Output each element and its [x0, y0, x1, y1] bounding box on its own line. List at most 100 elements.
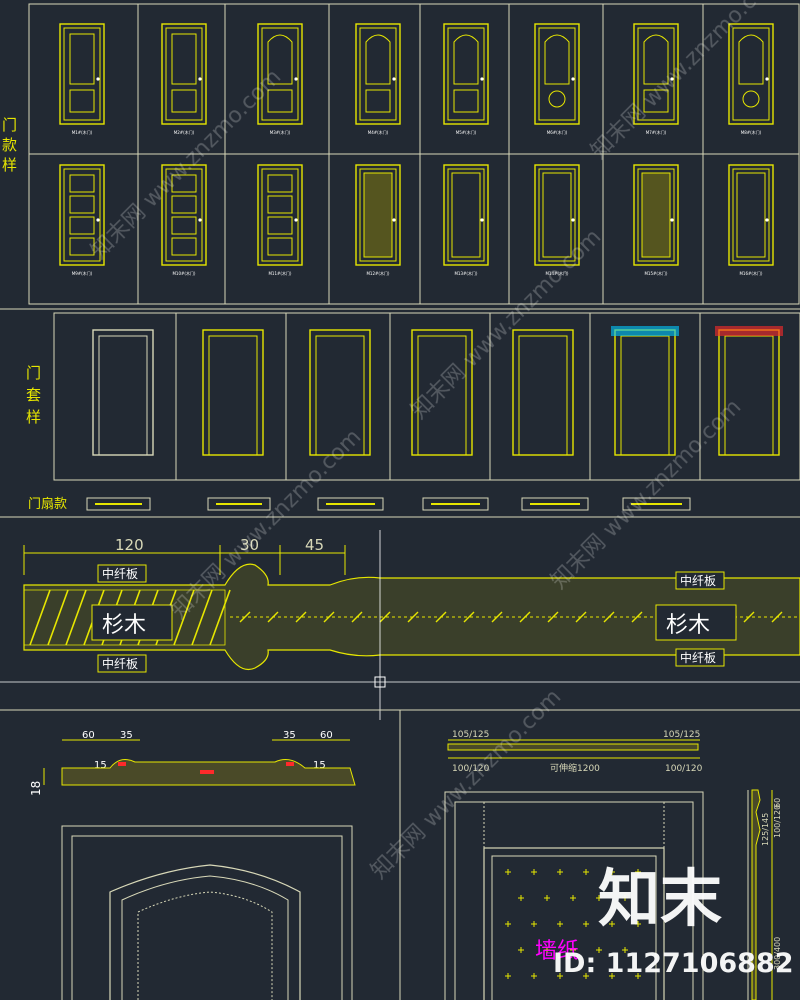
label-box — [655, 604, 737, 641]
door-frames-label: 门套样 — [26, 364, 41, 426]
door-panel — [171, 174, 197, 193]
wood-grain-hatch — [47, 589, 69, 646]
door-leaf-inner — [732, 168, 770, 262]
dimension-text: 100/120 — [665, 764, 703, 774]
dimension-text: 105/125 — [663, 730, 700, 740]
door-panel — [171, 216, 197, 235]
wood-grain-hatch — [575, 611, 587, 623]
door-caption: M11#(木门) — [268, 270, 291, 276]
door-leaf-inner — [165, 168, 203, 262]
dimension-text: 35 — [120, 730, 133, 741]
door-panel — [69, 89, 95, 113]
door-leaf-outline — [161, 23, 207, 125]
door-leaf-inner — [447, 168, 485, 262]
wood-grain-hatch — [351, 611, 363, 623]
door-panel — [69, 195, 95, 214]
door-leaf-outline — [59, 164, 105, 266]
door-frame-elevation — [92, 329, 154, 456]
door-leaf-outline — [534, 23, 580, 125]
door-caption: M1#(木门) — [72, 129, 93, 135]
door-leaf-inner — [63, 27, 101, 121]
door-caption: M3#(木门) — [270, 129, 291, 135]
material-label-fir: 杉木 — [102, 613, 146, 638]
dimension-text: 30 — [240, 536, 259, 554]
door-frames-frame — [53, 312, 800, 481]
door-decor-panel — [542, 172, 572, 258]
wood-grain-hatch — [631, 611, 643, 623]
wood-grain-hatch — [379, 611, 391, 623]
door-medallion — [742, 90, 760, 108]
door-handle — [480, 218, 484, 222]
wood-grain-hatch — [519, 611, 531, 623]
door-handle — [480, 77, 484, 81]
door-elevation: M6#(木门) — [534, 23, 580, 135]
door-handle — [392, 77, 396, 81]
door-leaf-outline — [257, 23, 303, 125]
door-caption: M4#(木门) — [368, 129, 389, 135]
door-leaf-inner — [732, 27, 770, 121]
door-leaf-inner — [637, 27, 675, 121]
door-panel — [267, 174, 293, 193]
wood-grain-hatch — [435, 611, 447, 623]
door-panel — [69, 216, 95, 235]
door-elevation: M3#(木门) — [257, 23, 303, 135]
door-panel — [171, 89, 197, 113]
material-label-mdf: 中纤板 — [102, 566, 138, 581]
door-caption: M16#(木门) — [739, 270, 762, 276]
door-caption: M6#(木门) — [547, 129, 568, 135]
wood-grain-hatch — [463, 611, 475, 623]
material-label-mdf: 中纤板 — [102, 656, 138, 671]
dimension-text: 35 — [283, 730, 296, 741]
door-leaf-section-frame — [422, 497, 489, 511]
door-frame-crown — [611, 326, 679, 336]
door-elevation: M16#(木门) — [728, 164, 774, 276]
wood-grain-hatch — [547, 611, 559, 623]
door-leaf-outline — [161, 164, 207, 266]
dimension-text: 可伸缩1200 — [550, 762, 600, 774]
door-leaf-outline — [257, 164, 303, 266]
door-panel — [69, 174, 95, 193]
door-panel — [643, 89, 669, 113]
door-styles-section: M1#(木门)M2#(木门)M3#(木门)M4#(木门)M5#(木门)M6#(木… — [2, 3, 800, 305]
door-leaf-inner — [538, 27, 576, 121]
cursor-pickbox[interactable] — [374, 676, 386, 688]
door-leaf-outline — [355, 164, 401, 266]
door-handle — [670, 77, 674, 81]
door-leaf-inner — [261, 168, 299, 262]
door-panel — [69, 237, 95, 256]
door-elevation: M14#(木门) — [534, 164, 580, 276]
dimension-text: 60 — [773, 798, 782, 808]
door-elevation: M13#(木门) — [443, 164, 489, 276]
door-decor-panel — [451, 172, 481, 258]
door-caption: M15#(木门) — [644, 270, 667, 276]
wall-panel-outline — [444, 791, 704, 1000]
door-decor-panel — [363, 172, 393, 258]
door-outline — [61, 825, 353, 1000]
wood-grain-hatch — [743, 611, 755, 623]
section-marker — [200, 770, 214, 774]
door-arched-panel — [643, 34, 669, 85]
material-label-mdf: 中纤板 — [680, 650, 716, 665]
wood-grain-hatch — [491, 611, 503, 623]
door-elevation: M9#(木门) — [59, 164, 105, 276]
door-arched-panel — [267, 34, 293, 85]
door-leaf-inner — [538, 168, 576, 262]
door-handle — [294, 77, 298, 81]
door-caption: M2#(木门) — [174, 129, 195, 135]
door-caption: M8#(木门) — [741, 129, 762, 135]
door-frame-inner — [98, 335, 148, 456]
arched-panel-inset — [137, 891, 273, 1000]
label-box — [97, 564, 147, 583]
door-handle — [96, 218, 100, 222]
material-label-fir: 杉木 — [666, 613, 710, 638]
door-arched-panel — [544, 34, 570, 85]
dimension-text: 45 — [305, 536, 324, 554]
door-leaf-inner — [165, 27, 203, 121]
door-leaf-outline — [534, 164, 580, 266]
watermark-id: ID: 1127106882 — [553, 948, 794, 979]
door-arched-panel — [453, 34, 479, 85]
wood-grain-hatch — [603, 611, 615, 623]
door-frame-crown — [715, 326, 783, 336]
door-elevation: M15#(木门) — [633, 164, 679, 276]
